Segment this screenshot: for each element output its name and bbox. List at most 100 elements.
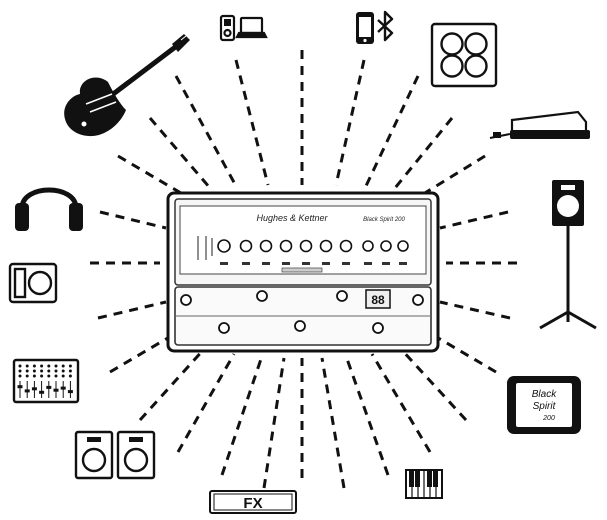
mixer-knob [32, 364, 36, 368]
amp-knob [259, 239, 273, 253]
amp-brand-text: Hughes & Kettner [256, 213, 328, 223]
mixer-fader [53, 388, 59, 392]
amp-knob [380, 240, 392, 252]
ray-19 [398, 346, 468, 422]
mixer-fader [17, 385, 23, 389]
mixer-fader [60, 386, 66, 390]
mixer-knob [18, 369, 22, 373]
amp-knob [217, 239, 231, 253]
footswitch [294, 320, 306, 332]
tablet-screen-line1: Black [532, 389, 557, 400]
tablet-screen-line3: 200 [542, 415, 555, 422]
ray-4 [174, 75, 238, 187]
amp-model-text: Black Spirit 200 [363, 217, 405, 223]
footswitch [180, 294, 192, 306]
footswitch [412, 294, 424, 306]
mixer-knob [25, 369, 29, 373]
amp-knob [319, 239, 333, 253]
ray-9 [419, 154, 486, 198]
footswitch [256, 290, 268, 302]
phone-bluetooth-icon [356, 10, 394, 44]
ray-21 [370, 353, 432, 453]
twin-speakers-icon [74, 430, 156, 480]
ray-23 [344, 355, 390, 476]
svg-text:88: 88 [371, 293, 385, 307]
mixer-knob [40, 369, 44, 373]
ipod-icon [219, 14, 236, 42]
mixer-knob [68, 364, 72, 368]
fx-unit-label: FX [243, 495, 262, 512]
ipod-laptop-icon [219, 14, 268, 42]
connection-rays [90, 50, 517, 489]
mixer-knob [61, 369, 65, 373]
monitor-speaker-icon [8, 262, 58, 304]
mixer-knob [32, 374, 36, 378]
speaker-on-stand-icon [539, 180, 597, 330]
ray-24 [262, 357, 286, 489]
amp-knob [339, 239, 353, 253]
amp-footswitches [180, 290, 424, 334]
mixer-knob [68, 374, 72, 378]
bluetooth-icon [377, 10, 394, 42]
mixer-knob [54, 369, 58, 373]
ray-7 [393, 117, 454, 189]
guitar-icon [64, 34, 190, 137]
ray-22 [220, 355, 264, 476]
ray-3 [334, 59, 366, 186]
speaker-left-icon [74, 430, 114, 480]
mixer-knob [40, 364, 44, 368]
mixer-knob [68, 369, 72, 373]
mixer-fader [46, 385, 52, 389]
footswitch [336, 290, 348, 302]
mixer-knob [61, 374, 65, 378]
footswitch [372, 322, 384, 334]
amp-knobs [217, 239, 409, 253]
mixer-knob [18, 374, 22, 378]
ray-25 [320, 357, 346, 489]
speaker-right-icon [116, 430, 156, 480]
tablet-screen-line2: Spirit [533, 401, 557, 412]
keyboard-icon [405, 469, 443, 499]
amp-led-display [365, 289, 391, 309]
mixer-knob [47, 369, 51, 373]
amp-knob [397, 240, 409, 252]
expression-pedal-icon [489, 110, 590, 139]
headphones-icon [15, 187, 83, 231]
ray-14 [97, 300, 167, 320]
mixer-knob [47, 374, 51, 378]
mixer-icon [12, 358, 80, 404]
speaker-cabinet-icon [430, 22, 498, 88]
mixer-knob [54, 374, 58, 378]
mixer-fader [67, 390, 73, 394]
ray-10 [99, 210, 167, 230]
mixer-knob [25, 364, 29, 368]
mixer-knob [18, 364, 22, 368]
mixer-knob [54, 364, 58, 368]
amp-knob [239, 239, 253, 253]
mixer-fader [39, 390, 45, 394]
ray-11 [439, 210, 509, 230]
mixer-knob [25, 374, 29, 378]
amp-knob [362, 240, 374, 252]
amp-knob [299, 239, 313, 253]
mixer-fader [31, 387, 37, 391]
ray-8 [117, 154, 187, 198]
ray-6 [148, 117, 212, 189]
laptop-icon [239, 16, 264, 35]
ray-2 [234, 59, 270, 186]
amp-knob [279, 239, 293, 253]
ray-5 [364, 75, 420, 187]
mixer-knob [61, 364, 65, 368]
fx-unit-icon: FX [209, 490, 297, 514]
footswitch [218, 322, 230, 334]
mixer-fader [24, 389, 30, 393]
ray-18 [138, 346, 207, 422]
mixer-knob [32, 369, 36, 373]
mixer-knob [40, 374, 44, 378]
amp-head-with-footswitch-panel: Hughes & Kettner Black Spirit 200 [166, 191, 440, 353]
ray-20 [176, 353, 236, 453]
mixer-knob [47, 364, 51, 368]
ray-15 [439, 300, 511, 320]
